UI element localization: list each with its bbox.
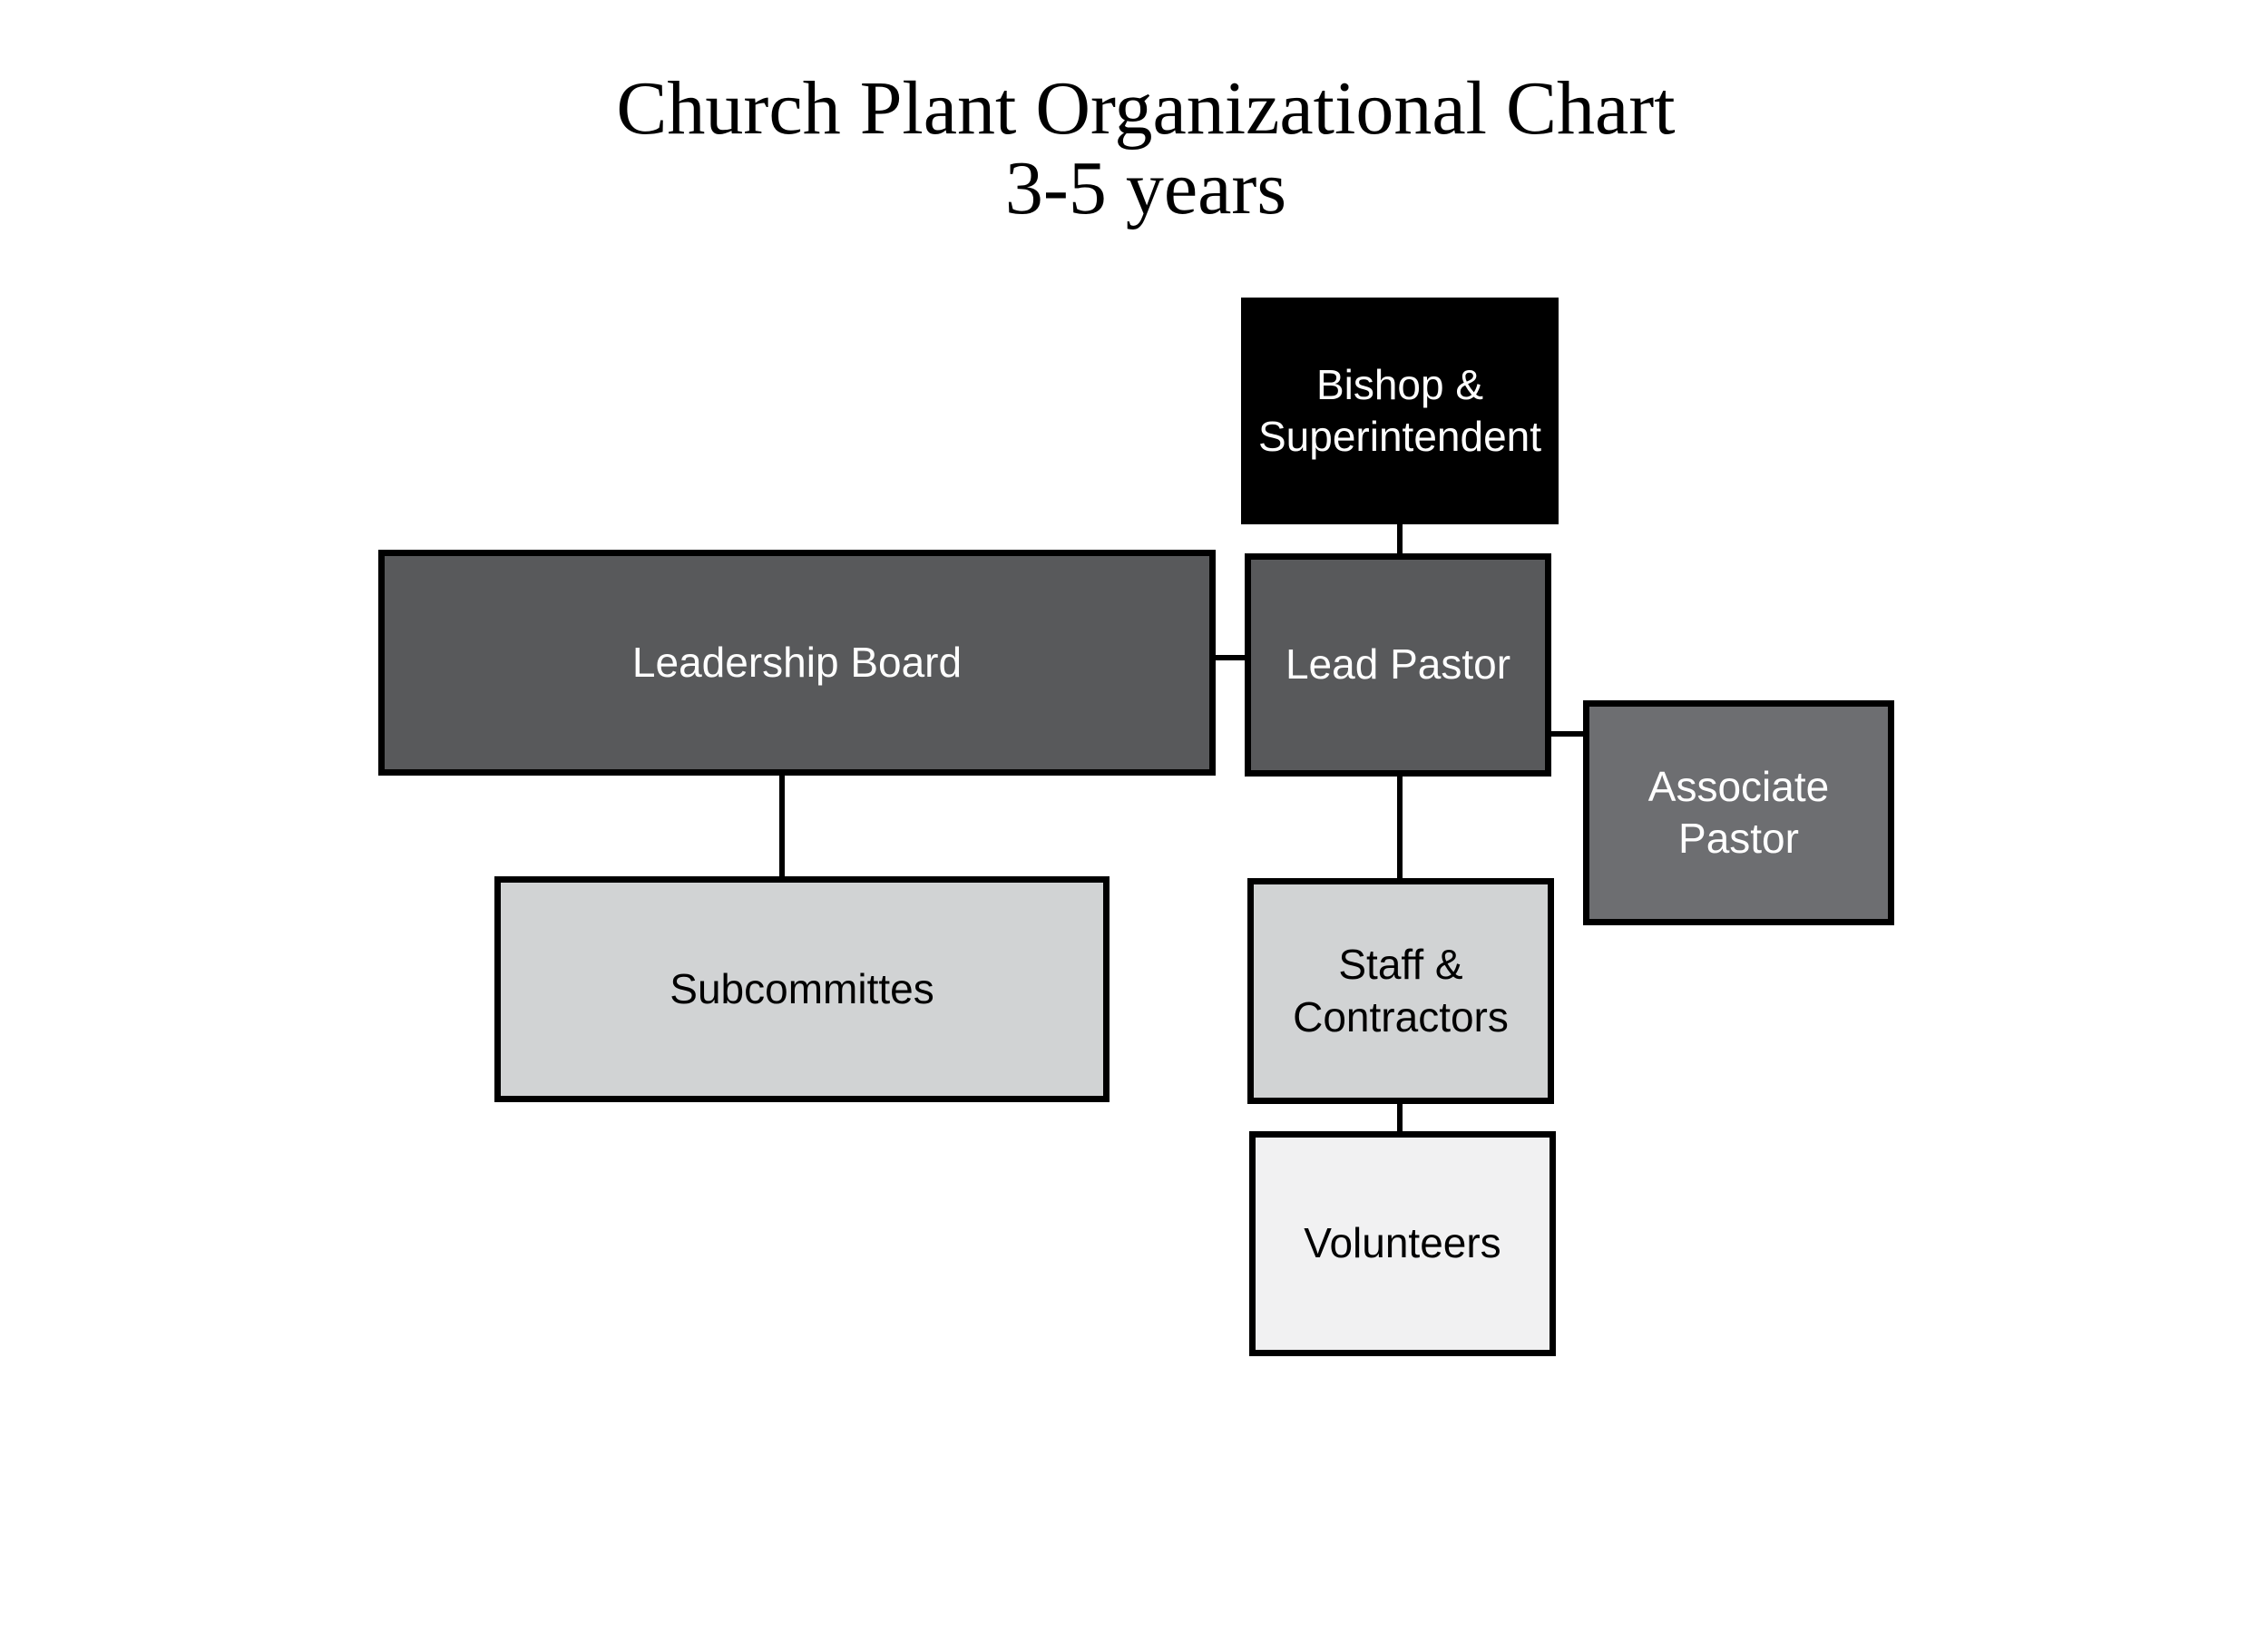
org-node-subcommittes: Subcommittes (494, 876, 1110, 1102)
org-node-lead-pastor: Lead Pastor (1245, 553, 1551, 777)
org-node-volunteers-label: Volunteers (1304, 1219, 1501, 1267)
connector-staff-contractors-to-volunteers (1397, 1102, 1403, 1133)
page-title: Church Plant Organizational Chart 3-5 ye… (239, 66, 2053, 231)
connector-bishop-to-lead-pastor (1397, 523, 1403, 557)
page-title-line2: 3-5 years (1004, 146, 1287, 231)
connector-lead-pastor-to-staff-contractors (1397, 775, 1403, 880)
org-node-leadership-board-label: Leadership Board (631, 638, 963, 686)
org-node-bishop-superintendent: Bishop & Superintendent (1241, 298, 1559, 524)
org-node-volunteers: Volunteers (1249, 1131, 1556, 1356)
org-node-staff-contractors: Staff & Contractors (1247, 878, 1554, 1104)
org-node-bishop-superintendent-label: Bishop & Superintendent (1257, 360, 1542, 460)
org-node-subcommittes-label: Subcommittes (670, 964, 934, 1012)
org-node-associate-pastor-label: Associate Pastor (1647, 762, 1830, 862)
org-node-staff-contractors-label: Staff & Contractors (1293, 941, 1509, 1040)
org-node-associate-pastor: Associate Pastor (1583, 700, 1894, 925)
org-node-leadership-board: Leadership Board (378, 550, 1216, 776)
page-title-line1: Church Plant Organizational Chart (616, 66, 1676, 151)
connector-leadership-board-to-lead-pastor (1212, 655, 1248, 660)
connector-leadership-board-to-subcommittes (779, 774, 785, 878)
connector-lead-pastor-to-associate-pastor (1548, 731, 1587, 737)
org-node-lead-pastor-label: Lead Pastor (1285, 640, 1511, 689)
